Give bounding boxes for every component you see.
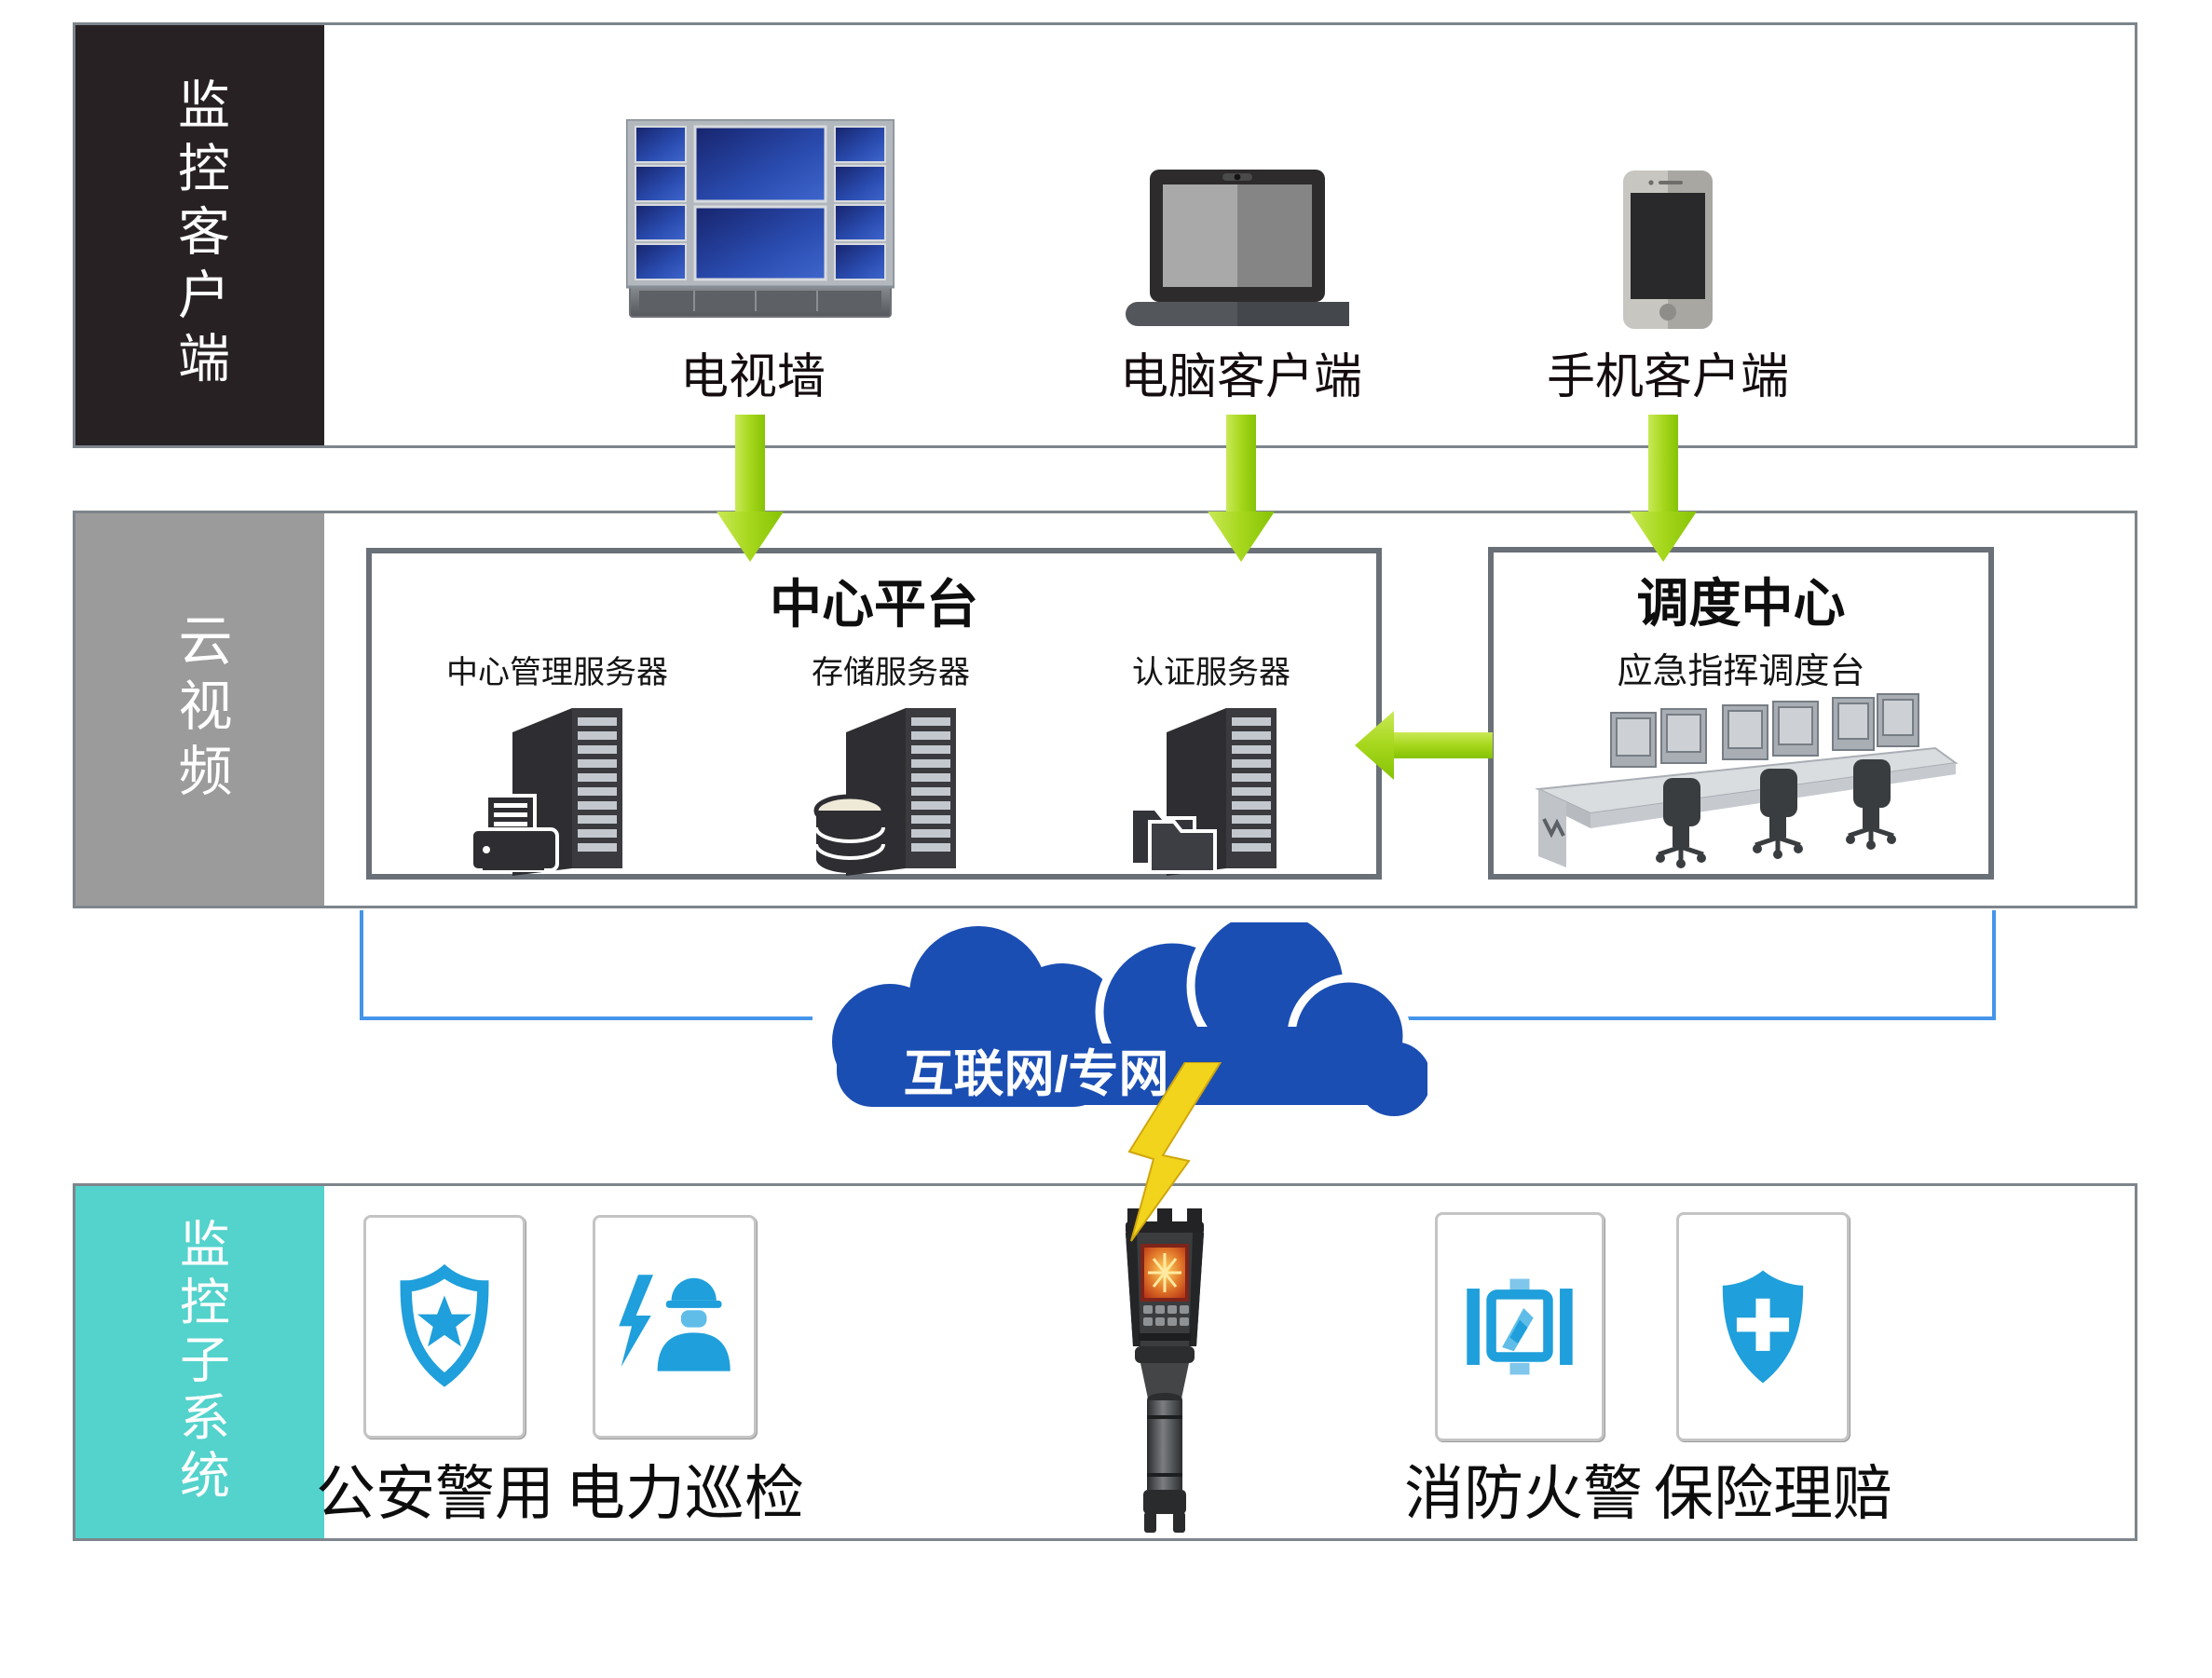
fire-alarm-icon (1461, 1273, 1578, 1381)
smartphone-icon (1623, 171, 1713, 329)
server-printer-icon (464, 691, 650, 876)
connector-line-left-horizontal (360, 1016, 812, 1020)
connector-line-right-horizontal (1379, 1016, 1996, 1020)
mobile-client-label: 手机客户端 (1546, 350, 1789, 404)
arrow-down-mobile-client-icon (1626, 415, 1700, 564)
power-inspection-icon (610, 1273, 739, 1381)
dispatch-center-title: 调度中心 (1636, 574, 1846, 633)
insurance-shield-icon (1713, 1266, 1813, 1387)
dispatch-console-icon (1525, 689, 1959, 873)
arrow-down-tv-wall-icon (713, 415, 787, 564)
pc-client-label: 电脑客户端 (1119, 350, 1362, 404)
subsystem-card-insurance (1676, 1212, 1850, 1441)
row-monitor-clients: 监控客户端 (73, 22, 2137, 448)
dispatch-center-box: 调度中心 应急指挥调度台 (1488, 547, 1994, 880)
arrow-down-pc-client-icon (1204, 415, 1278, 564)
server-storage-label: 存储服务器 (812, 655, 970, 690)
subsystem-fire-label: 消防火警 (1404, 1460, 1643, 1527)
patrol-flashlight-icon (1118, 1208, 1211, 1535)
lightning-icon (1099, 1062, 1249, 1248)
sidebar-monitor-clients-label: 监控客户端 (171, 76, 230, 394)
sidebar-monitor-clients: 监控客户端 (75, 25, 324, 445)
server-database-icon (798, 691, 984, 876)
cloud-label: 互联网/专网 (903, 1046, 1169, 1102)
sidebar-subsystems-label: 监控子系统 (171, 1218, 228, 1507)
tv-wall-icon (626, 119, 894, 322)
subsystem-card-power (593, 1215, 757, 1439)
laptop-icon (1126, 170, 1349, 334)
subsystem-card-fire (1435, 1212, 1604, 1441)
connector-line-right-vertical (1992, 910, 1996, 1020)
sidebar-cloud-video: 云视频 (75, 513, 324, 906)
server-folders-icon (1118, 691, 1304, 876)
center-platform-box: 中心平台 中心管理服务器 存储服务器 认证服务器 (366, 548, 1382, 880)
tv-wall-label: 电视墙 (679, 350, 826, 404)
server-management-label: 中心管理服务器 (446, 655, 668, 690)
connector-line-left-vertical (360, 910, 363, 1020)
center-platform-title: 中心平台 (770, 575, 978, 634)
subsystem-power-label: 电力巡检 (566, 1460, 804, 1527)
server-auth-label: 认证服务器 (1132, 655, 1290, 690)
subsystem-card-police (363, 1215, 526, 1439)
cloud-icon (801, 922, 1427, 1139)
sidebar-subsystems: 监控子系统 (75, 1186, 324, 1538)
arrow-left-dispatch-icon (1351, 703, 1493, 787)
dispatch-center-subtitle: 应急指挥调度台 (1617, 652, 1865, 691)
police-shield-icon (392, 1264, 497, 1389)
sidebar-cloud-video-label: 云视频 (170, 611, 231, 808)
subsystem-insurance-label: 保险理赔 (1654, 1460, 1892, 1527)
subsystem-police-label: 公安警用 (316, 1460, 554, 1527)
